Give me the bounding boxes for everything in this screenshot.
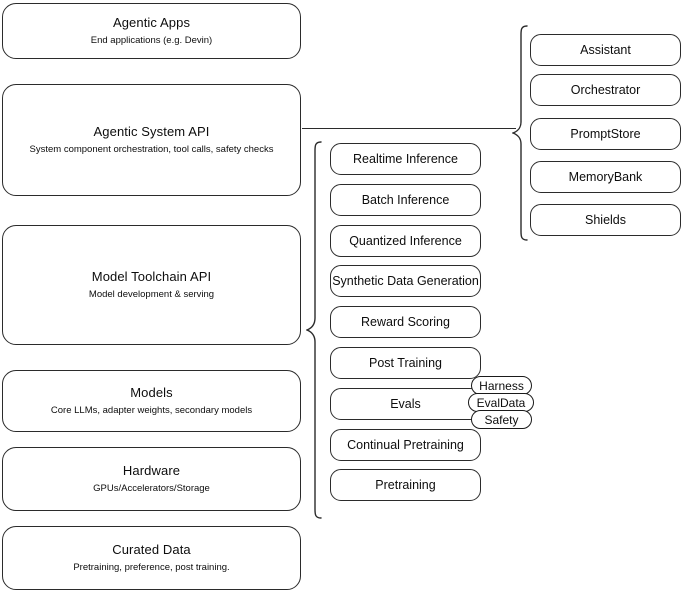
layer-title: Model Toolchain API (91, 269, 212, 284)
system-item-promptstore[interactable]: PromptStore (530, 118, 681, 150)
system-item-memorybank[interactable]: MemoryBank (530, 161, 681, 193)
layer-box-agentic-system-api[interactable]: Agentic System API System component orch… (2, 84, 301, 196)
item-label: Synthetic Data Generation (332, 273, 479, 288)
layer-box-models[interactable]: Models Core LLMs, adapter weights, secon… (2, 370, 301, 432)
bracket-toolchain (306, 140, 322, 520)
toolchain-item-pretraining[interactable]: Pretraining (330, 469, 481, 501)
layer-title: Curated Data (112, 542, 191, 557)
item-label: Continual Pretraining (347, 437, 464, 452)
layer-title: Hardware (122, 463, 181, 478)
toolchain-item-continual-pretraining[interactable]: Continual Pretraining (330, 429, 481, 461)
item-label: Orchestrator (570, 82, 641, 97)
item-label: PromptStore (570, 126, 641, 141)
item-label: Evals (390, 396, 421, 411)
toolchain-item-evals[interactable]: Evals (330, 388, 481, 420)
item-label: Realtime Inference (353, 151, 458, 166)
item-label: Shields (585, 212, 626, 227)
bracket-agentic-system (512, 24, 528, 242)
item-label: Assistant (580, 42, 631, 57)
item-label: Pretraining (375, 477, 436, 492)
item-label: Reward Scoring (361, 314, 450, 329)
toolchain-item-reward-scoring[interactable]: Reward Scoring (330, 306, 481, 338)
layer-subtitle: End applications (e.g. Devin) (90, 35, 213, 46)
toolchain-item-post-training[interactable]: Post Training (330, 347, 481, 379)
evals-tag-safety[interactable]: Safety (471, 410, 532, 429)
layer-box-curated-data[interactable]: Curated Data Pretraining, preference, po… (2, 526, 301, 590)
layer-box-hardware[interactable]: Hardware GPUs/Accelerators/Storage (2, 447, 301, 511)
toolchain-item-batch-inference[interactable]: Batch Inference (330, 184, 481, 216)
layer-title: Agentic System API (93, 124, 210, 139)
layer-box-model-toolchain-api[interactable]: Model Toolchain API Model development & … (2, 225, 301, 345)
item-label: Batch Inference (361, 192, 450, 207)
item-label: MemoryBank (568, 169, 643, 184)
layer-subtitle: System component orchestration, tool cal… (29, 144, 274, 155)
layer-title: Agentic Apps (112, 15, 191, 30)
toolchain-item-realtime-inference[interactable]: Realtime Inference (330, 143, 481, 175)
layer-subtitle: GPUs/Accelerators/Storage (93, 483, 210, 494)
system-item-shields[interactable]: Shields (530, 204, 681, 236)
system-item-assistant[interactable]: Assistant (530, 34, 681, 66)
connector-line-system-api (302, 128, 516, 130)
layer-subtitle: Pretraining, preference, post training. (73, 562, 230, 573)
layer-box-agentic-apps[interactable]: Agentic Apps End applications (e.g. Devi… (2, 3, 301, 59)
system-item-orchestrator[interactable]: Orchestrator (530, 74, 681, 106)
layer-subtitle: Core LLMs, adapter weights, secondary mo… (50, 405, 253, 416)
item-label: Quantized Inference (349, 233, 462, 248)
toolchain-item-quantized-inference[interactable]: Quantized Inference (330, 225, 481, 257)
item-label: Post Training (369, 355, 442, 370)
evals-tag-evaldata[interactable]: EvalData (468, 393, 534, 412)
layer-subtitle: Model development & serving (88, 289, 215, 300)
layer-title: Models (130, 385, 173, 400)
toolchain-item-synthetic-data-generation[interactable]: Synthetic Data Generation (330, 265, 481, 297)
